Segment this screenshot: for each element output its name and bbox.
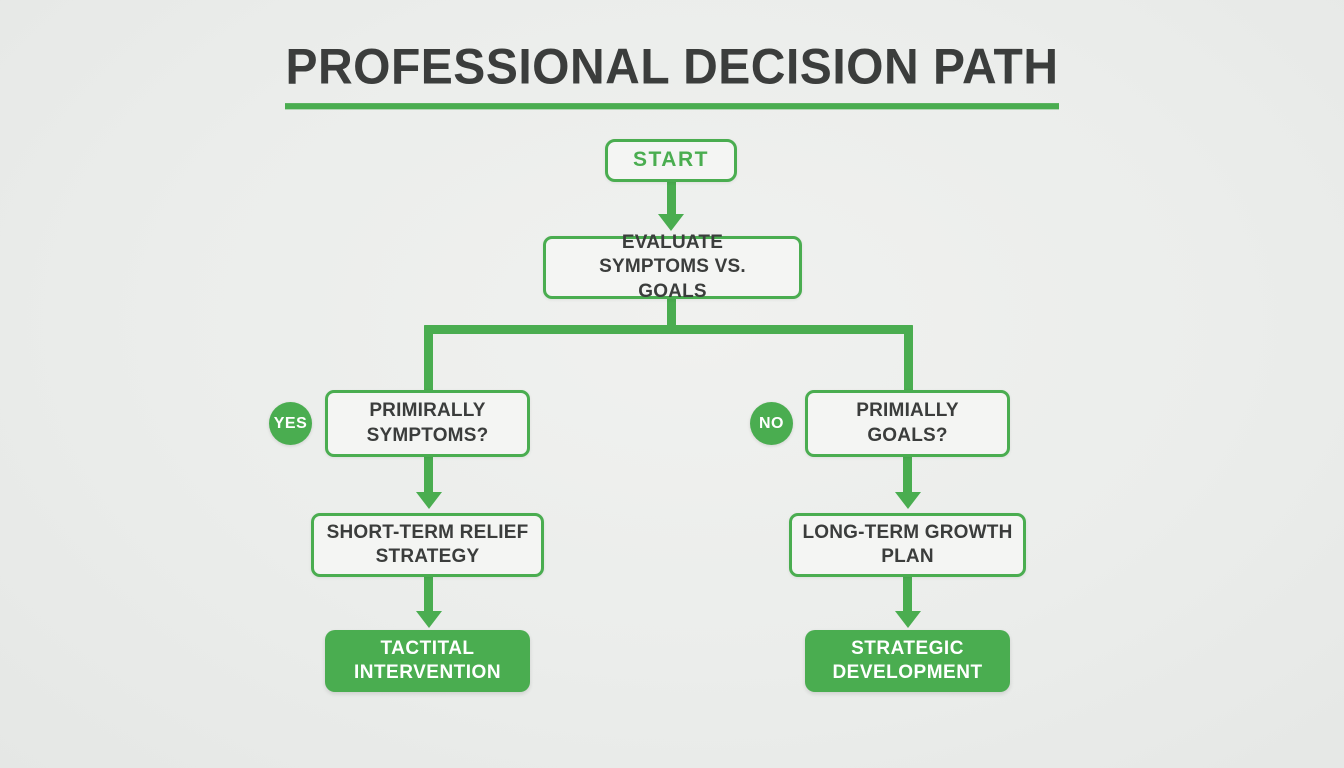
connector-question-left-to-strategy xyxy=(424,456,433,495)
strategy-left-node: SHORT-TERM RELIEF STRATEGY xyxy=(311,513,544,577)
connector-branch-right-drop xyxy=(904,325,913,391)
question-left-node: PRIMIRALLY SYMPTOMS? xyxy=(325,390,530,457)
evaluate-node: EVALUATE SYMPTOMS VS. GOALS xyxy=(543,232,802,302)
yes-badge: YES xyxy=(269,402,312,445)
arrowhead-start-to-evaluate xyxy=(658,214,684,231)
outcome-right-node: STRATEGIC DEVELOPMENT xyxy=(805,630,1010,692)
arrowhead-question-right-to-strategy xyxy=(895,492,921,509)
connector-branch-left-drop xyxy=(424,325,433,391)
outcome-left-node: TACTITAL INTERVENTION xyxy=(325,630,530,692)
arrowhead-strategy-right-to-outcome xyxy=(895,611,921,628)
connector-evaluate-stub xyxy=(667,297,676,329)
connector-start-to-evaluate xyxy=(667,180,676,217)
connector-strategy-left-to-outcome xyxy=(424,576,433,614)
no-badge: NO xyxy=(750,402,793,445)
connector-branch-bar xyxy=(424,325,913,334)
start-node: START xyxy=(605,139,737,182)
question-right-node: PRIMIALLY GOALS? xyxy=(805,390,1010,457)
arrowhead-strategy-left-to-outcome xyxy=(416,611,442,628)
page-title: PROFESSIONAL DECISION PATH xyxy=(0,39,1344,110)
strategy-right-node: LONG-TERM GROWTH PLAN xyxy=(789,513,1026,577)
arrowhead-question-left-to-strategy xyxy=(416,492,442,509)
page-title-text: PROFESSIONAL DECISION PATH xyxy=(285,39,1059,110)
connector-question-right-to-strategy xyxy=(903,456,912,495)
connector-strategy-right-to-outcome xyxy=(903,576,912,614)
